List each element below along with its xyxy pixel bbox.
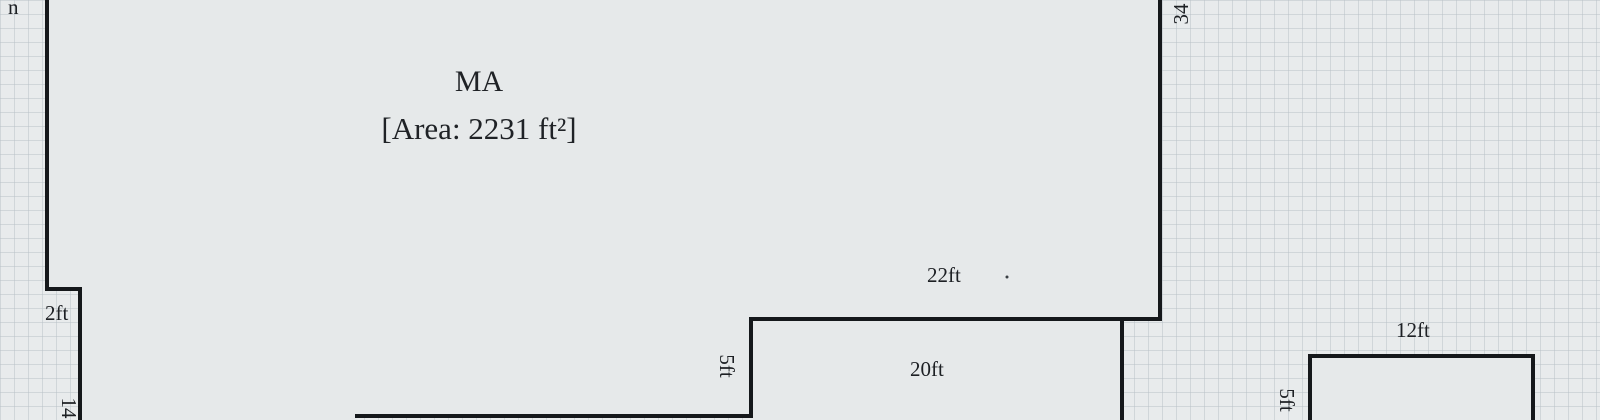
dot-mark <box>1005 275 1009 279</box>
dim-left-step: 2ft <box>45 301 68 325</box>
dim-left-bottom: 14 <box>57 398 81 420</box>
dim-right-room-top: 12ft <box>1396 318 1430 342</box>
right-room-wall <box>1308 354 1535 420</box>
right-room-fill <box>1310 356 1533 420</box>
corner-mark-label: n <box>8 0 19 19</box>
main-room-right-wall <box>355 0 1162 418</box>
main-room-wall <box>45 0 82 420</box>
dim-right-room-side: 5ft <box>1275 388 1299 411</box>
lower-room-fill <box>751 319 1122 420</box>
room-name-label: MA <box>455 65 504 98</box>
room-area-label: [Area: 2231 ft²] <box>381 111 576 146</box>
dim-step-top: 22ft <box>927 263 961 287</box>
main-room-fill <box>47 0 1160 420</box>
dim-top-right-edge: 34 <box>1169 3 1193 25</box>
dim-step-vertical: 5ft <box>715 354 739 377</box>
dim-step-bottom: 20ft <box>910 357 944 381</box>
